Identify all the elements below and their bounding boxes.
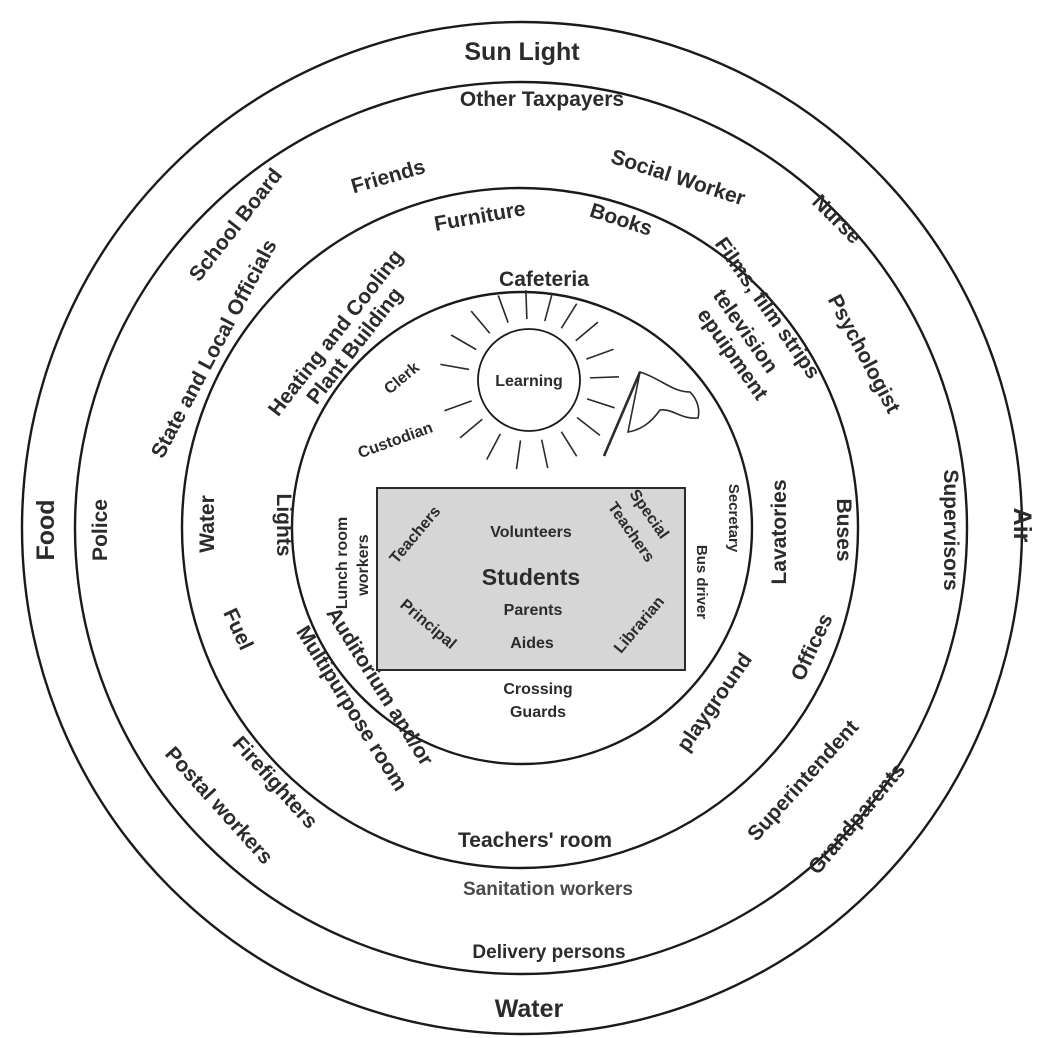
inner-ring <box>290 290 754 766</box>
label-furniture: Furniture <box>432 197 527 236</box>
label-food: Food <box>32 499 60 560</box>
label-students: Students <box>482 564 580 590</box>
sun-ray <box>540 439 549 469</box>
label-guards: Guards <box>510 704 566 721</box>
label-lights: Lights <box>272 494 295 557</box>
label-volunteers: Volunteers <box>490 524 572 541</box>
label-other-taxpayers: Other Taxpayers <box>460 88 624 111</box>
sun-ray <box>486 433 502 460</box>
sun-ray <box>560 303 578 329</box>
sun-ray <box>575 321 599 342</box>
label-water-outer: Water <box>495 995 564 1023</box>
sun-ray <box>459 418 483 439</box>
label-lunch-room: Lunch room <box>334 517 351 609</box>
label-custodian: Custodian <box>356 419 435 462</box>
label-bus-driver: Bus driver <box>693 545 710 619</box>
label-heating-cooling: Heating and Cooling <box>264 245 408 420</box>
flag-icon <box>602 370 700 457</box>
second-ring <box>73 80 969 976</box>
sun-ray <box>589 376 619 379</box>
sun-ray <box>586 348 614 360</box>
label-clerk: Clerk <box>381 359 423 398</box>
label-crossing: Crossing <box>503 681 572 698</box>
label-police: Police <box>89 499 112 561</box>
label-delivery-persons: Delivery persons <box>472 942 625 963</box>
label-books: Books <box>587 199 655 241</box>
sun-ray <box>497 295 509 323</box>
core-box <box>376 487 686 671</box>
label-friends: Friends <box>349 155 428 198</box>
label-fuel: Fuel <box>218 605 257 654</box>
outer-ring <box>20 20 1024 1036</box>
sun-ray <box>525 290 528 320</box>
label-offices: Offices <box>787 610 838 684</box>
label-learning: Learning <box>495 373 563 390</box>
label-sanitation-workers: Sanitation workers <box>463 879 633 900</box>
label-nurse: Nurse <box>807 190 865 248</box>
label-water-inner: Water <box>196 495 219 553</box>
sun-ray <box>440 363 470 371</box>
sun-icon <box>440 290 619 470</box>
label-teachers-room: Teachers' room <box>458 829 612 852</box>
label-secretary: Secretary <box>725 484 742 553</box>
sun-ray <box>444 400 472 412</box>
third-ring <box>180 186 860 870</box>
sun-ray <box>515 440 522 470</box>
sun-ray <box>586 398 615 409</box>
label-lunch-workers: workers <box>355 534 372 596</box>
sun-ray <box>576 416 601 437</box>
label-sun-light: Sun Light <box>464 38 580 66</box>
label-buses: Buses <box>832 498 855 561</box>
label-supervisors: Supervisors <box>939 469 962 590</box>
label-lavatories: Lavatories <box>768 479 791 584</box>
label-aides: Aides <box>510 635 554 652</box>
sun-ray <box>450 334 477 351</box>
sun-ray <box>470 310 491 334</box>
label-social-worker: Social Worker <box>608 145 748 210</box>
label-school-board: School Board <box>185 164 287 286</box>
label-cafeteria: Cafeteria <box>499 268 589 291</box>
label-air: Air <box>1008 508 1036 543</box>
label-psychologist: Psychologist <box>823 291 905 417</box>
sun-ray <box>544 292 554 322</box>
label-parents: Parents <box>504 602 563 619</box>
sun-ray <box>560 431 578 457</box>
